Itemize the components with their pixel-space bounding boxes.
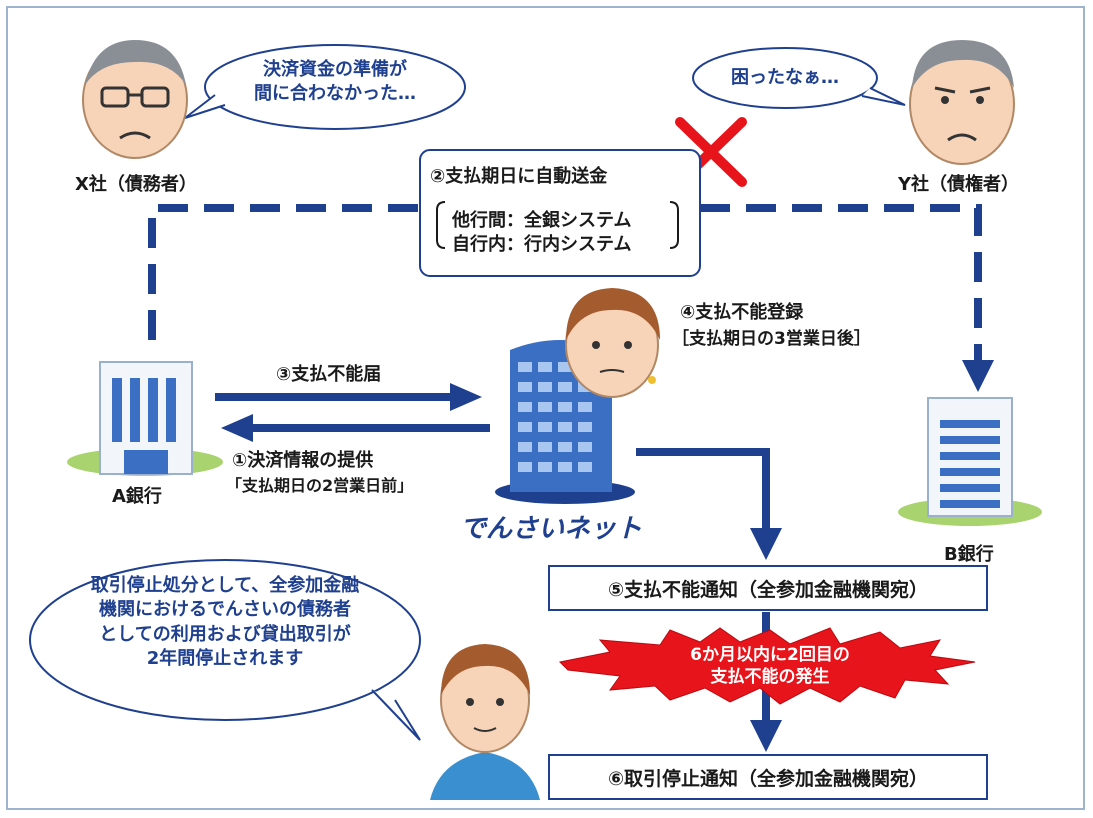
y-company-label: Y社（債権者）	[898, 174, 1020, 195]
x-company-label: X社（債務者）	[75, 174, 197, 195]
step1-title: ①決済情報の提供	[232, 450, 374, 471]
operator-bubble-line4: 2年間停止されます	[146, 647, 304, 669]
operator-speech-bubble	[29, 559, 421, 741]
densai-net-label: でんさいネット	[460, 514, 643, 544]
worried-man-icon	[82, 40, 188, 159]
warning-text: 6か月以内に2回目の 支払不能の発生	[640, 644, 900, 688]
bank-b-label: B銀行	[944, 544, 994, 565]
x-bubble-text: 決済資金の準備が 間に合わなかった…	[225, 58, 445, 107]
operator-bubble-line3: としての利用および貸出取引が	[99, 623, 351, 645]
x-speech-bubble	[184, 44, 466, 130]
step2-title: ②支払期日に自動送金	[430, 166, 608, 187]
y-speech-bubble	[692, 47, 906, 109]
woman-operator-bottom-icon	[430, 644, 540, 800]
warning-line1: 6か月以内に2回目の	[690, 645, 850, 665]
step2-box	[419, 149, 701, 277]
dashed-arrowhead	[962, 360, 994, 392]
bank-a-building	[67, 361, 223, 476]
arrow-to-step5	[636, 448, 770, 530]
step6-box: ⑥取引停止通知（全参加金融機関宛）	[548, 754, 988, 800]
y-bubble-text: 困ったなぁ…	[731, 67, 839, 88]
troubled-man-icon	[909, 40, 1015, 165]
step2-line1: 他行間：全銀システム	[452, 210, 632, 231]
warning-line2: 支払不能の発生	[710, 667, 830, 688]
densai-net-building	[495, 340, 635, 504]
diagram-frame	[6, 6, 1085, 810]
step4-title: ④支払不能登録	[680, 302, 804, 323]
operator-bubble-text: 取引停止処分として、全参加金融 機関におけるでんさいの債務者 としての利用および…	[60, 574, 390, 671]
operator-bubble-line1: 取引停止処分として、全参加金融	[90, 575, 360, 596]
warning-burst	[558, 627, 976, 705]
step5-label: ⑤支払不能通知（全参加金融機関宛）	[607, 578, 929, 601]
woman-operator-icon	[565, 288, 660, 398]
x-bubble-line1: 決済資金の準備が	[263, 59, 407, 80]
step5-box: ⑤支払不能通知（全参加金融機関宛）	[548, 565, 988, 611]
dashed-line-b-bank	[700, 204, 982, 360]
step3-label: ③支払不能届	[276, 364, 382, 385]
step1-sub: 「支払期日の2営業日前」	[226, 476, 414, 495]
bank-b-building	[898, 397, 1042, 526]
step6-label: ⑥取引停止通知（全参加金融機関宛）	[607, 767, 929, 790]
bank-a-label: A銀行	[112, 486, 162, 507]
step4-sub: ［支払期日の3営業日後］	[672, 329, 871, 349]
step2-line2: 自行内：行内システム	[452, 234, 632, 255]
dashed-line-a-bank	[148, 204, 420, 340]
x-bubble-line2: 間に合わなかった…	[254, 83, 416, 105]
operator-bubble-line2: 機関におけるでんさいの債務者	[99, 599, 351, 621]
